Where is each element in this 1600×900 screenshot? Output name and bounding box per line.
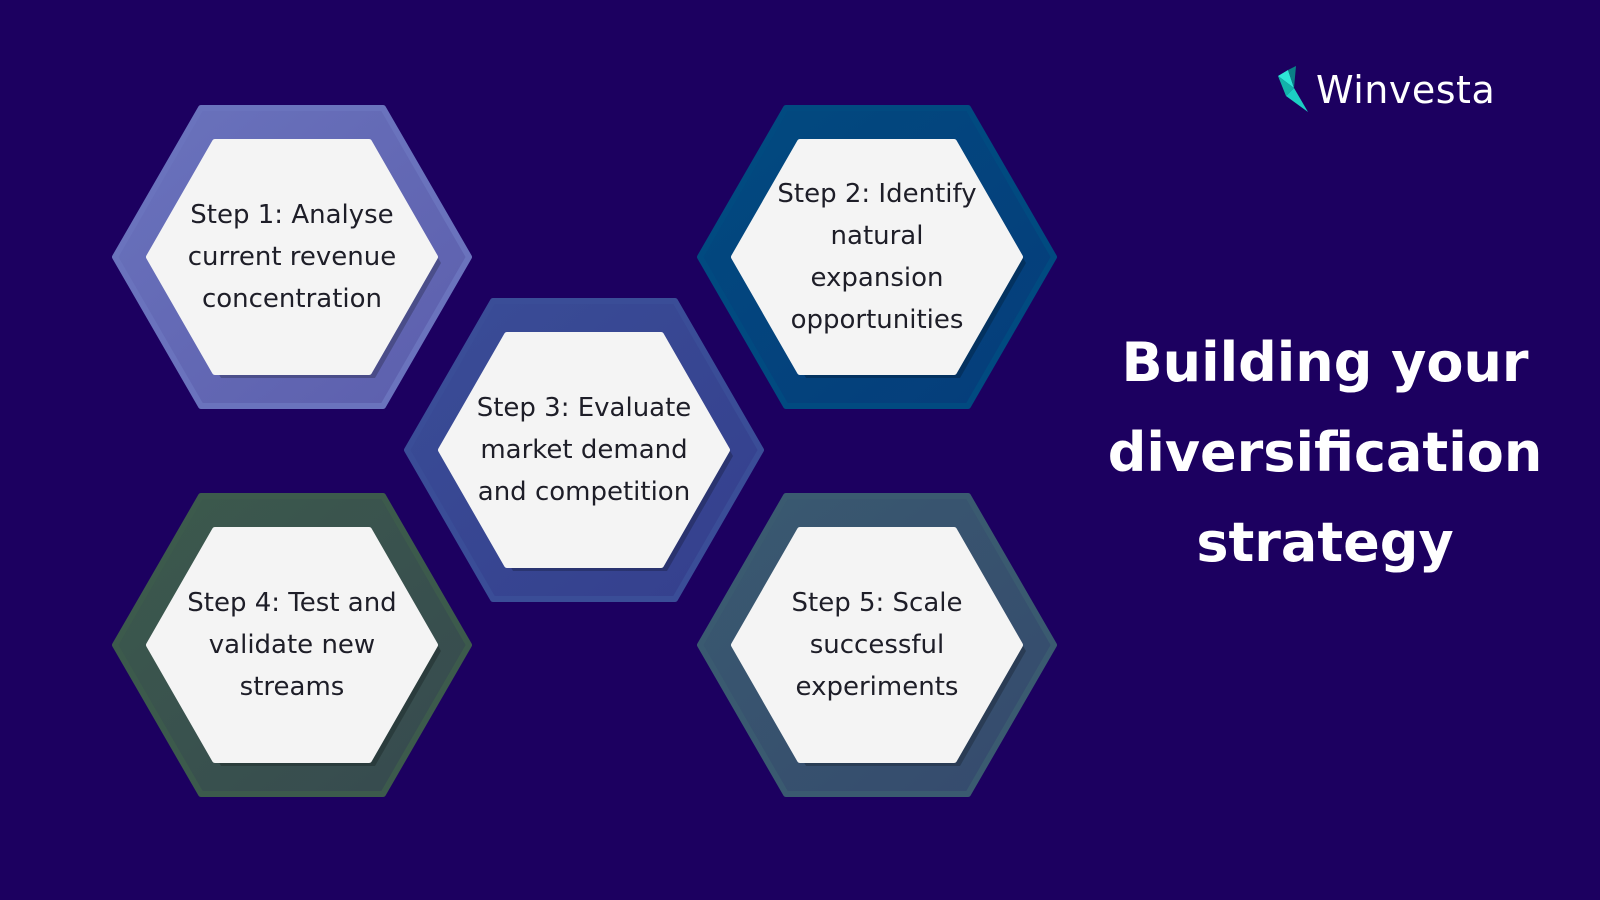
step-2-hexagon: Step 2: Identify natural expansion oppor… (696, 104, 1058, 410)
hexagon-inner-panel (146, 527, 438, 763)
step-4-hexagon: Step 4: Test and validate new streams (111, 492, 473, 798)
hexagon-inner-panel (146, 139, 438, 375)
step-2-label: Step 2: Identify natural expansion oppor… (777, 179, 977, 335)
step-1-hexagon: Step 1: Analyse current revenue concentr… (111, 104, 473, 410)
step-5-label: Step 5: Scale successful experiments (791, 588, 963, 702)
hexagon-inner-panel (731, 139, 1023, 375)
origami-bird-icon (1278, 66, 1308, 112)
title-line: Building your (1121, 331, 1529, 394)
step-4-label: Step 4: Test and validate new streams (187, 588, 397, 702)
hexagon-frame-shape (697, 105, 1057, 409)
step-3-hexagon: Step 3: Evaluate market demand and compe… (403, 297, 765, 603)
step-3-label: Step 3: Evaluate market demand and compe… (476, 393, 692, 507)
brand-logo: Winvesta (1274, 66, 1514, 116)
hexagon-frame-shape (697, 493, 1057, 797)
hexagon-inner-panel (438, 332, 730, 568)
page-title: Building your diversification strategy (1100, 318, 1550, 588)
title-line: strategy (1196, 511, 1454, 574)
hexagon-frame-shape (112, 105, 472, 409)
hexagon-inner-panel (731, 527, 1023, 763)
brand-name: Winvesta (1316, 68, 1496, 112)
step-5-hexagon: Step 5: Scale successful experiments (696, 492, 1058, 798)
step-1-label: Step 1: Analyse current revenue concentr… (187, 200, 397, 314)
hexagon-frame-shape (112, 493, 472, 797)
title-line: diversification (1107, 421, 1543, 484)
hexagon-frame-shape (404, 298, 764, 602)
